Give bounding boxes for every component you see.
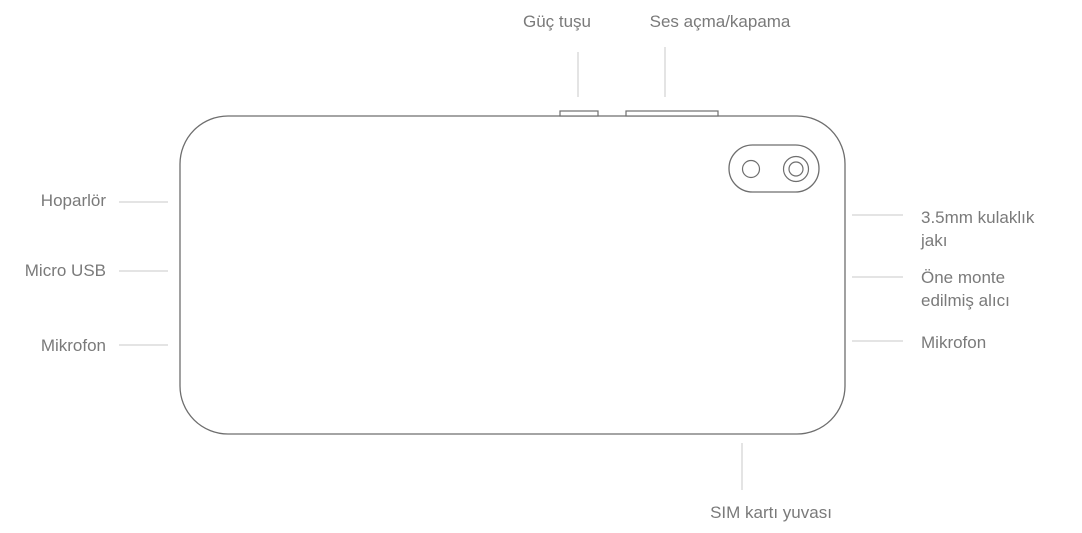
label-sim-slot: SIM kartı yuvası [710, 503, 832, 522]
label-headphone-jack: 3.5mm kulaklık jakı [921, 206, 1034, 252]
camera-lens-inner [788, 161, 804, 177]
label-power-button: Güç tuşu [522, 12, 592, 31]
flash-icon [741, 159, 761, 179]
label-micro-usb: Micro USB [24, 261, 106, 280]
label-earpiece-line2: edilmiş alıcı [921, 291, 1010, 310]
power-button [559, 110, 599, 117]
label-headphone-jack-line2: jakı [921, 231, 948, 250]
label-earpiece-line1: Öne monte [921, 268, 1006, 287]
label-headphone-jack-line1: 3.5mm kulaklık [921, 208, 1035, 227]
label-microphone-right: Mikrofon [921, 333, 987, 352]
phone-body [179, 115, 846, 435]
label-earpiece: Öne monte edilmiş alıcı [921, 266, 1010, 312]
volume-button [625, 110, 719, 117]
label-volume-buttons: Ses açma/kapama [649, 12, 791, 31]
label-microphone-left: Mikrofon [40, 336, 106, 355]
label-speaker: Hoparlör [40, 191, 106, 210]
